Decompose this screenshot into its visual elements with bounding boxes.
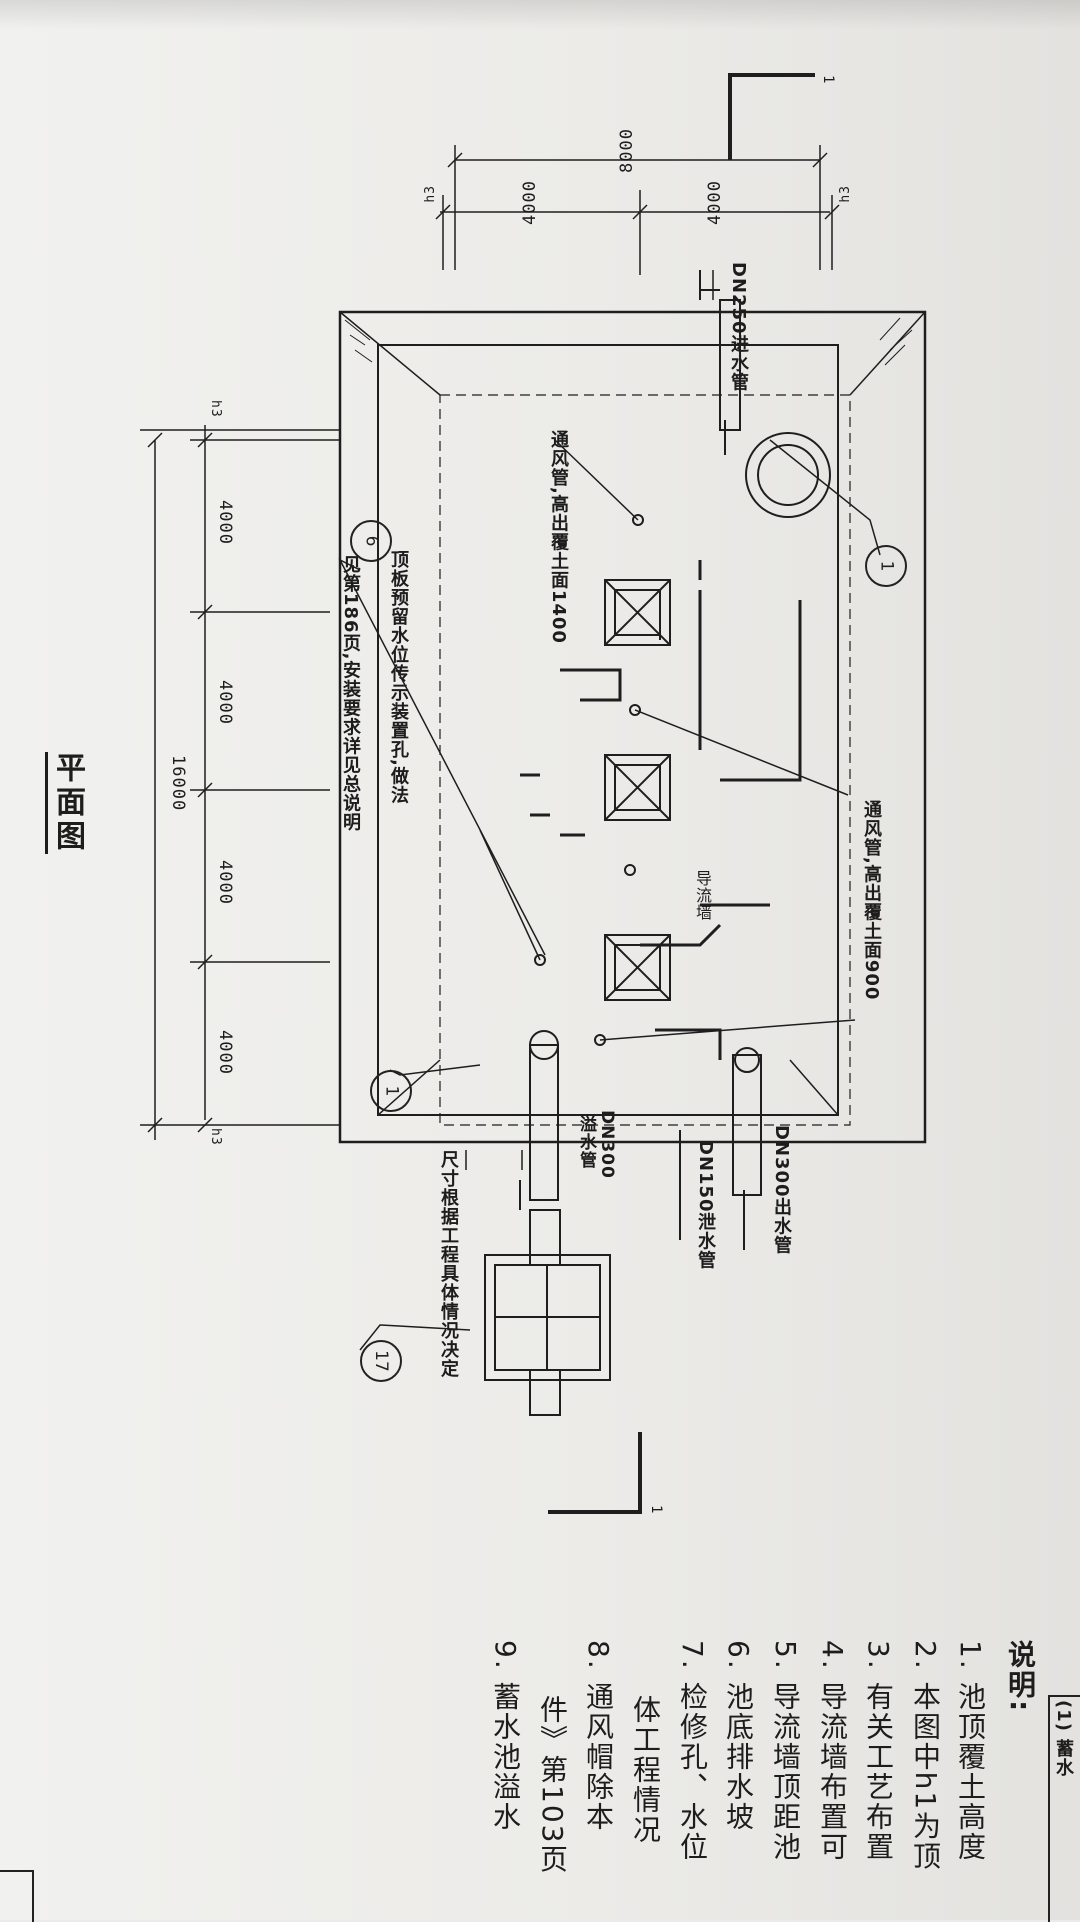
label-level-gauge-1: 顶板预留水位传示装置孔,做法 [388, 550, 409, 805]
note-8-cont: 件》第103页 [536, 1695, 569, 1875]
label-drain-pipe: DN150泄水管 [695, 1140, 716, 1270]
page-frame [1048, 1695, 1080, 1922]
section-mark-bottom [548, 1432, 642, 1514]
tank-outer-wall [338, 310, 927, 1144]
note-1: 1. 池顶覆土高度 [954, 1640, 987, 1862]
dim-h3-left-top: h3 [208, 400, 223, 418]
small-pipes [465, 270, 714, 1170]
inlet-pipe [699, 270, 831, 518]
label-outlet-pipe: DN300出水管 [771, 1125, 792, 1255]
overflow-well [484, 1209, 611, 1416]
note-8: 8. 通风帽除本 [582, 1640, 615, 1832]
dim-top-left: 4000 [520, 180, 540, 225]
dim-h3-left-bottom: h3 [208, 1128, 223, 1146]
dim-left-1: 4000 [215, 500, 235, 545]
section-mark-top [728, 73, 815, 160]
note-3: 3. 有关工艺布置 [862, 1640, 895, 1862]
note-7: 7. 检修孔、水位 [676, 1640, 709, 1862]
left-dimensions [140, 425, 340, 1140]
note-6: 6. 池底排水坡 [722, 1640, 755, 1832]
top-dimensions [435, 145, 840, 275]
callout-1-top: 1 [865, 545, 907, 587]
label-vent-left: 通风管,高出覆土面1400 [548, 430, 569, 644]
label-inlet-pipe: DN250进水管 [728, 262, 749, 392]
label-overflow-pipe-1: DN300 [597, 1110, 617, 1179]
page-badge: (1) 蓄水 [1053, 1700, 1074, 1778]
outlet-pipes [519, 1030, 762, 1250]
note-5: 5. 导流墙顶距池 [769, 1640, 802, 1862]
manholes [604, 579, 671, 1001]
dim-top-total: 8000 [617, 128, 637, 173]
label-level-gauge-2: 见第186页,安装要求详见总说明 [340, 555, 361, 832]
section-mark-label-bottom: 1 [648, 1505, 664, 1515]
note-4: 4. 导流墙布置可 [816, 1640, 849, 1862]
corner-frame [0, 1870, 34, 1922]
callout-1-bottom: 1 [370, 1070, 412, 1112]
label-overflow-pipe-2: 溢水管 [576, 1115, 596, 1169]
label-vent-right: 通风管,高出覆土面900 [861, 800, 882, 1001]
vent-points [479, 439, 856, 1046]
note-9: 9. 蓄水池溢水 [489, 1640, 522, 1832]
notes-heading: 说明: [1004, 1640, 1037, 1714]
paper-shadow [0, 0, 1080, 30]
dim-left-2: 4000 [215, 680, 235, 725]
drawing-title: 平面图 [50, 752, 85, 854]
section-mark-label-top: 1 [820, 75, 836, 85]
label-size-note: 尺寸根据工程具体情况决定 [438, 1150, 459, 1378]
dim-h3-top-left: h3 [423, 185, 438, 203]
dim-left-total: 16000 [168, 755, 188, 812]
dim-left-4: 4000 [215, 1030, 235, 1075]
leader-lines [338, 439, 881, 1351]
callout-6: 6 [350, 520, 392, 562]
dim-top-right: 4000 [705, 180, 725, 225]
note-7-cont: 体工程情况 [629, 1695, 662, 1845]
dim-h3-top-right: h3 [838, 185, 853, 203]
callout-17: 17 [360, 1340, 402, 1382]
dim-left-3: 4000 [215, 860, 235, 905]
label-diversion-wall: 导流墙 [693, 870, 712, 921]
note-2: 2. 本图中h1为顶 [909, 1640, 942, 1872]
